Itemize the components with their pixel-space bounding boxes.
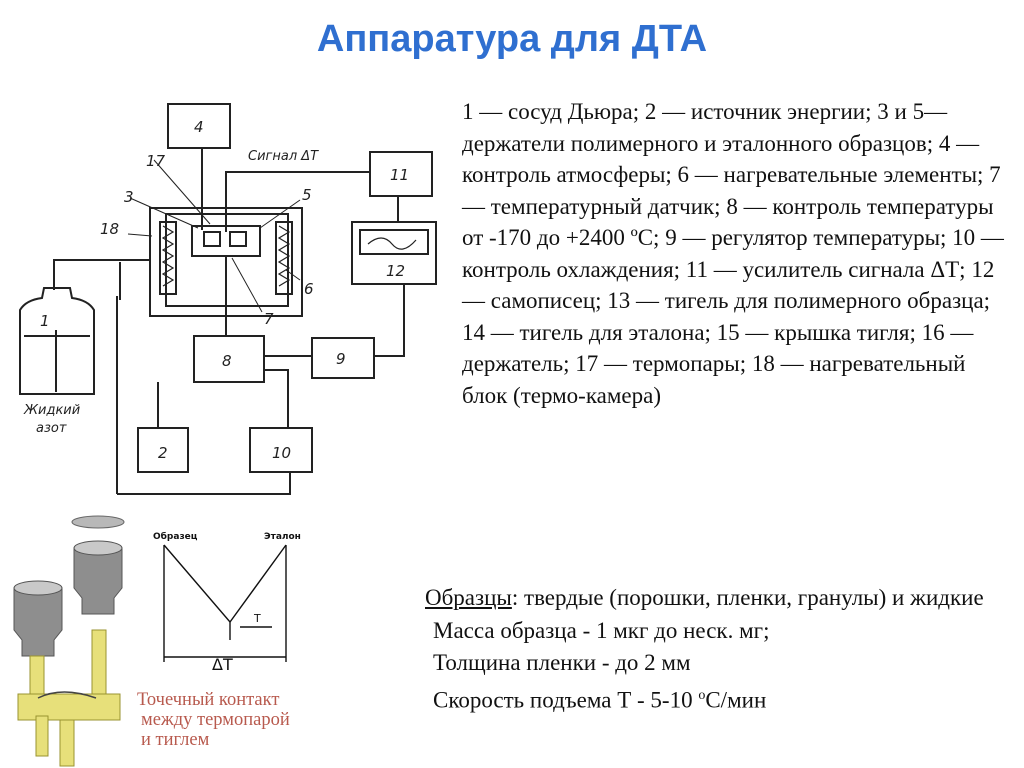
samples-intro: Образцы: твердые (порошки, пленки, грану… — [425, 582, 1015, 615]
label-12: 12 — [386, 262, 405, 280]
label-1: 1 — [40, 312, 50, 330]
crucible-illustration — [13, 515, 125, 767]
page-title: Аппаратура для ДТА — [316, 18, 708, 60]
samples-film: Толщина пленки - до 2 мм — [433, 650, 691, 675]
label-5: 5 — [302, 186, 312, 204]
label-4: 4 — [194, 118, 204, 136]
samples-speed-prefix: Скорость подъема Т - 5-10 — [433, 687, 699, 713]
label-10: 10 — [272, 444, 291, 462]
label-6: 6 — [304, 280, 314, 298]
samples-mass: Масса образца - 1 мкг до неск. мг; — [433, 617, 770, 643]
contact-line-3: и тиглем — [141, 730, 210, 750]
label-18: 18 — [100, 220, 119, 238]
label-signal: Сигнал ΔТ — [248, 149, 319, 164]
samples-label: Образцы — [425, 585, 512, 610]
curve-label-sample: Образец — [153, 531, 198, 542]
label-17: 17 — [146, 152, 166, 170]
samples-speed-degree: о — [698, 687, 706, 703]
curve-label-t: Т — [253, 612, 261, 625]
legend-text: 1 — сосуд Дьюра; 2 — источник энергии; 3… — [462, 99, 1004, 408]
samples-speed-suffix: С/мин — [705, 687, 767, 713]
samples-block: Образцы: твердые (порошки, пленки, грану… — [425, 582, 1015, 717]
curve-label-reference: Эталон — [264, 532, 301, 542]
contact-line-1: Точечный контакт — [137, 690, 280, 710]
label-9: 9 — [336, 350, 346, 368]
contact-line-2: между термопарой — [141, 710, 290, 730]
label-11: 11 — [390, 166, 409, 184]
label-8: 8 — [222, 352, 232, 370]
samples-speed: Скорость подъема Т - 5-10 оС/мин — [425, 680, 1015, 717]
dta-schematic: 4 17 Сигнал ΔТ 11 3 5 18 12 6 7 1 8 9 Жи… — [19, 103, 437, 495]
dt-curve: Образец Эталон Т ΔТ — [153, 531, 301, 674]
label-7: 7 — [264, 310, 274, 328]
samples-rest: : твердые (порошки, пленки, гранулы) и ж… — [511, 585, 984, 610]
label-3: 3 — [124, 188, 134, 206]
curve-label-dt: ΔТ — [212, 655, 233, 674]
contact-caption: Точечный контакт между термопарой и тигл… — [137, 690, 290, 750]
label-2: 2 — [158, 444, 168, 462]
label-nitrogen-1: Жидкий — [23, 403, 80, 418]
label-nitrogen-2: азот — [36, 421, 67, 436]
